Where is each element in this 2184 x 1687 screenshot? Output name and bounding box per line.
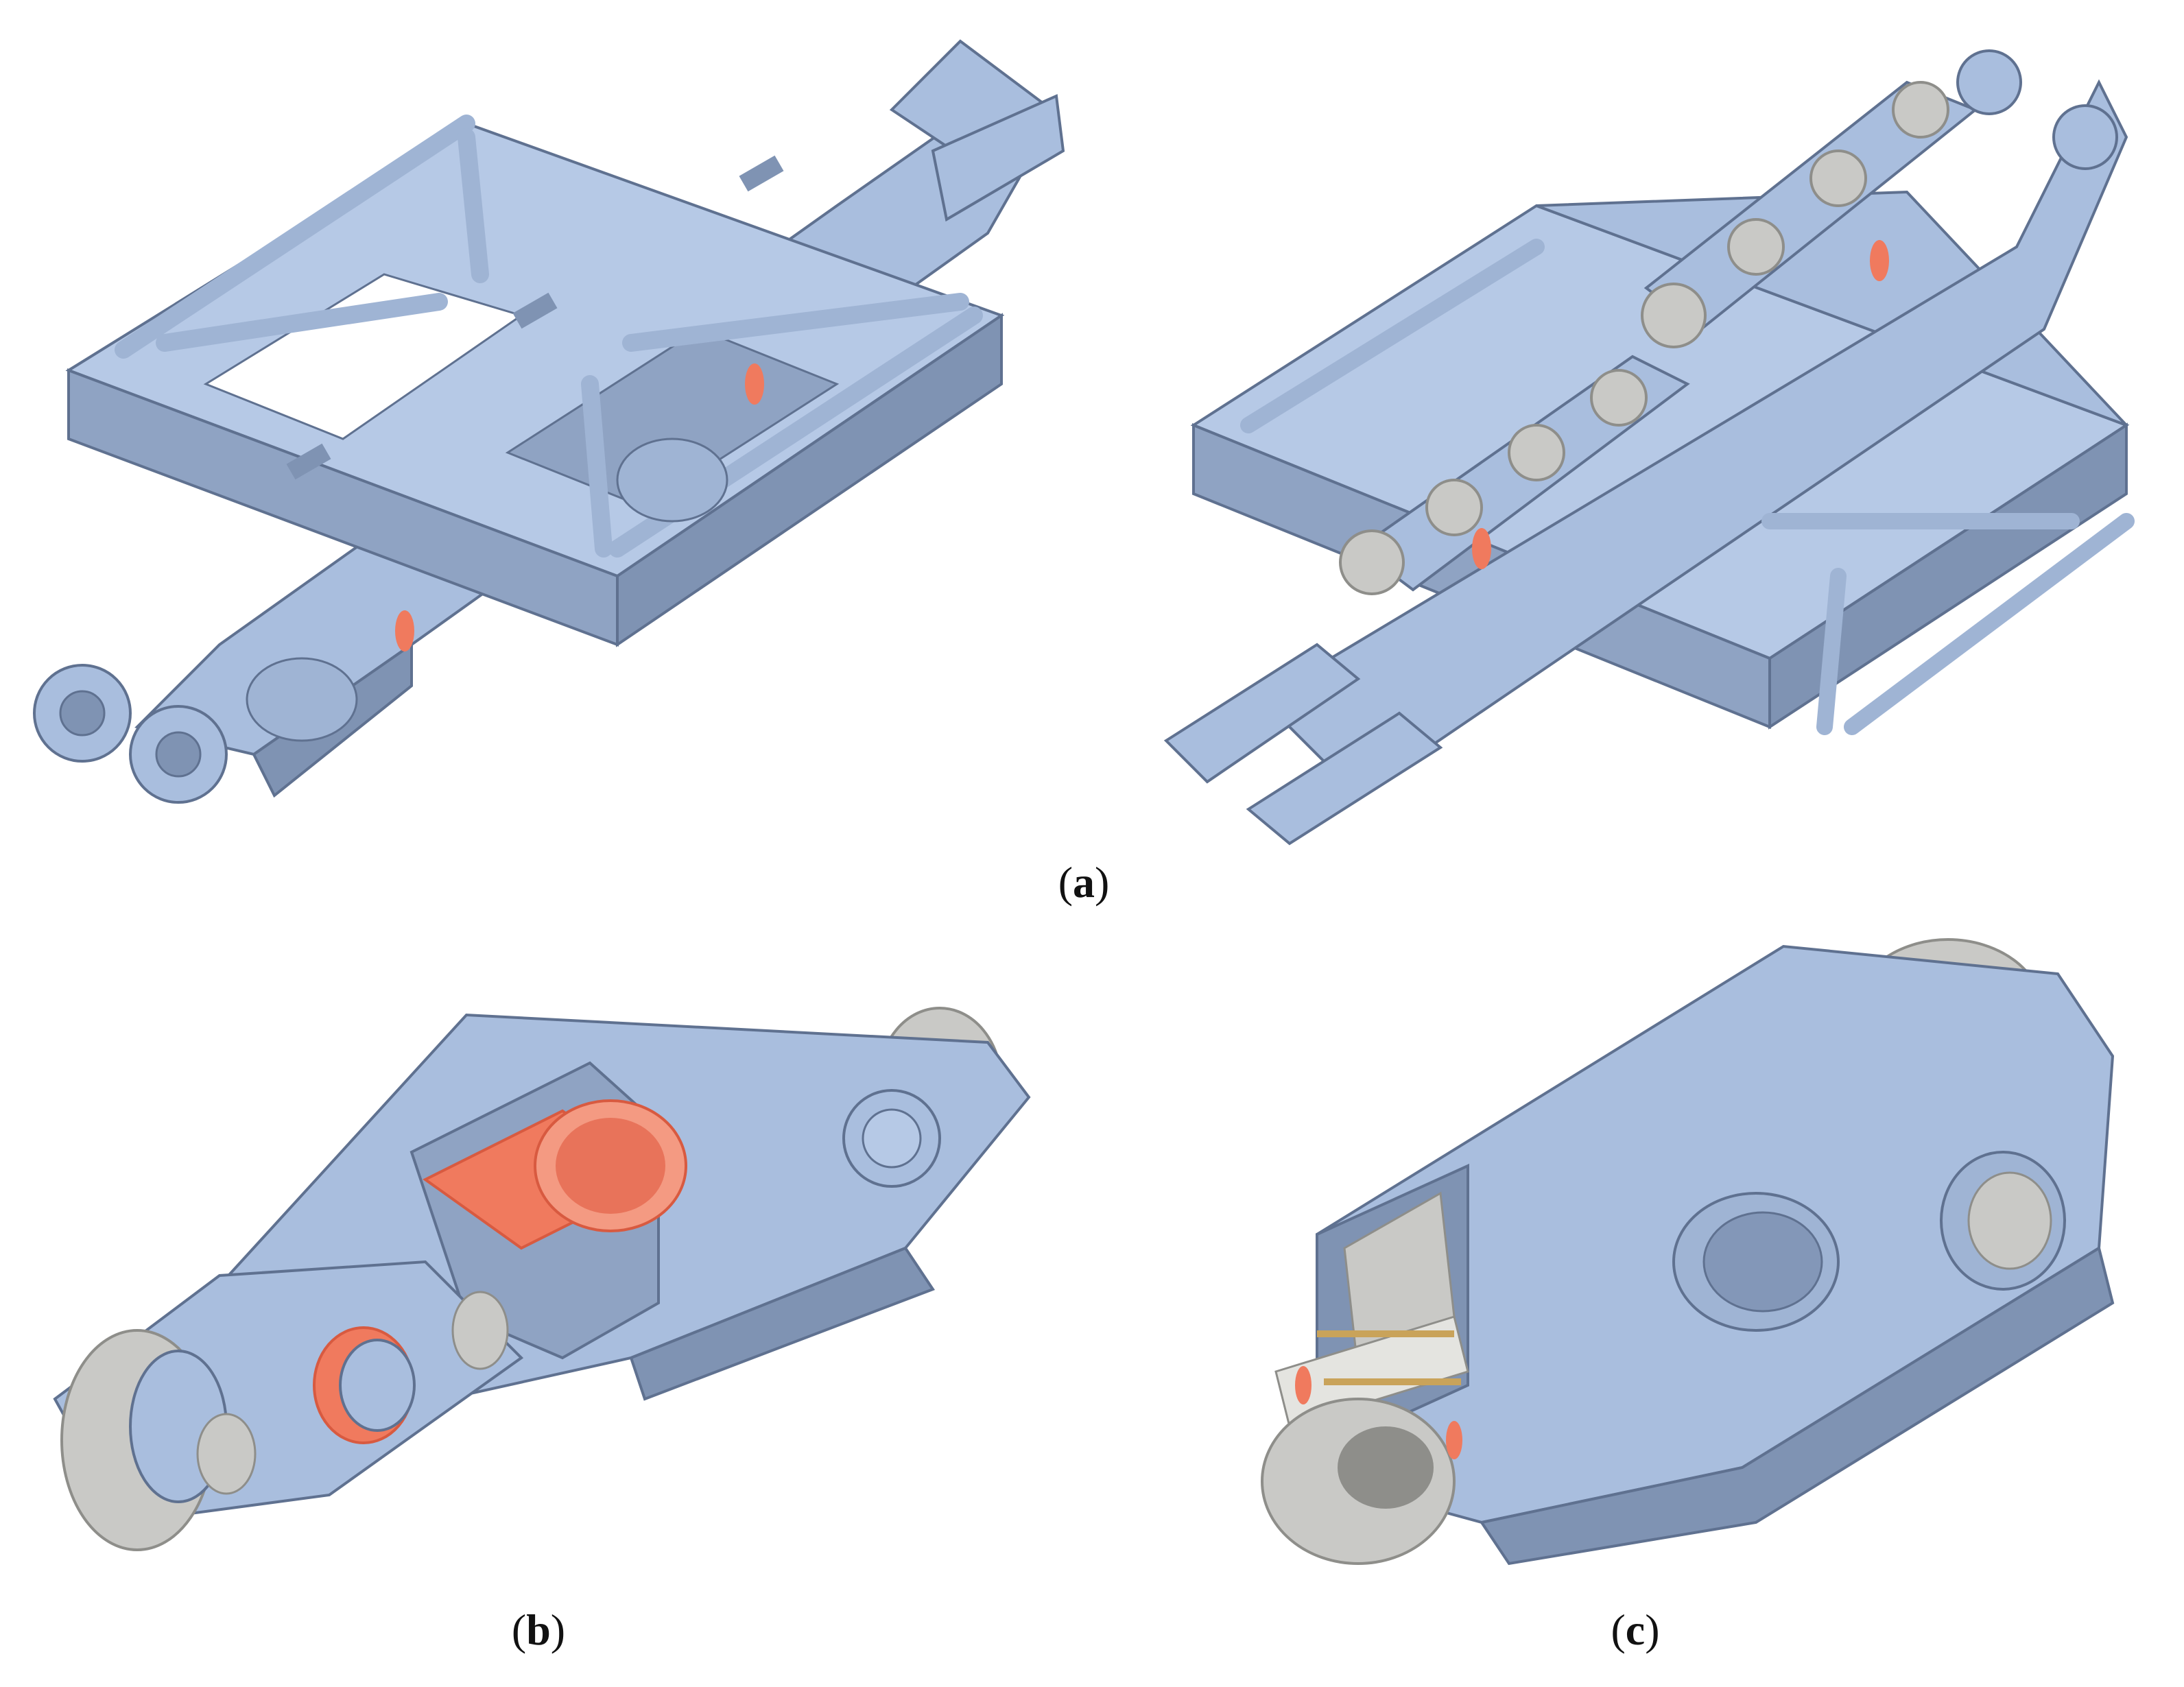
panel-c-link-bearing [1221, 933, 2154, 1591]
link-chain-front [1339, 355, 1690, 595]
panel-a-left-frame [27, 27, 1097, 878]
panel-a-right-frame [1152, 41, 2154, 850]
bogie-frame-left-drawing [33, 39, 1065, 804]
caption-b: (b) [511, 1605, 566, 1654]
panel-b-link-cutaway [41, 974, 1070, 1577]
elastomer-bushing [423, 1099, 687, 1250]
link-bearing-drawing [1261, 938, 2115, 1566]
link-chain-rear [1641, 80, 1978, 348]
bearing-cross-section [1261, 1163, 1469, 1565]
link-bushing-drawing [53, 1007, 1031, 1551]
caption-c: (c) [1611, 1605, 1660, 1654]
caption-a: (a) [1058, 858, 1110, 907]
bogie-frame-right-drawing [1163, 49, 2135, 846]
